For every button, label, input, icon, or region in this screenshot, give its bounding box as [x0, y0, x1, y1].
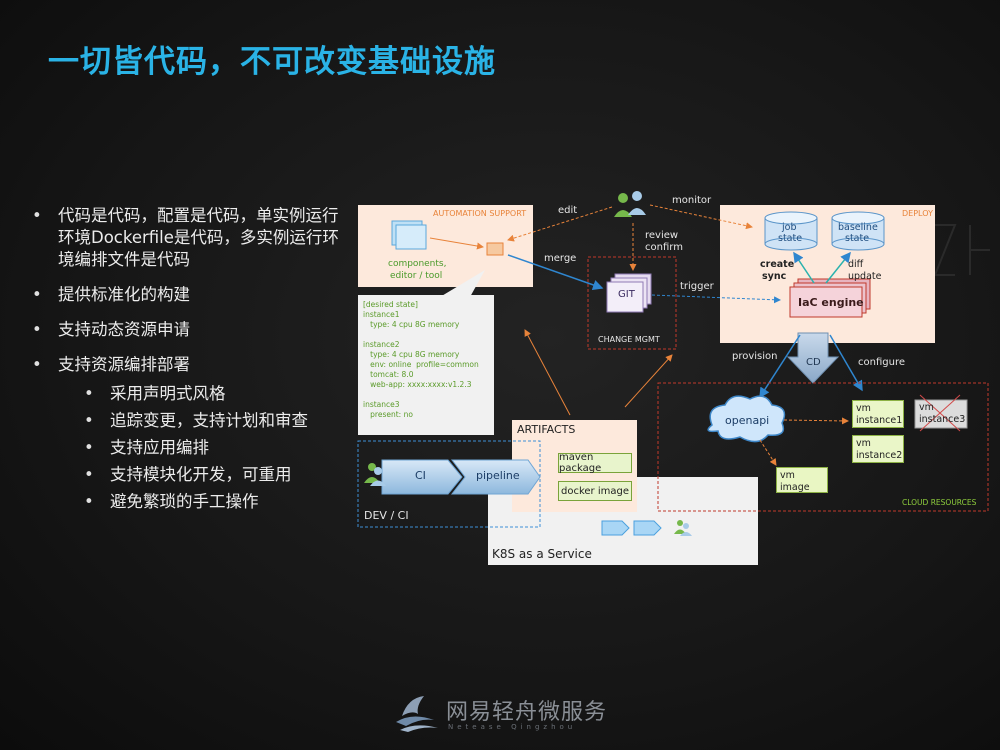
bullet-list: 代码是代码，配置是代码，单实例运行环境Dockerfile是代码，多实例运行环境… [30, 205, 348, 518]
dev-ci-label: DEV / CI [364, 509, 409, 522]
sub-bullet-app-orchestration: 支持应用编排 [30, 437, 348, 459]
openapi-label: openapi [725, 414, 770, 427]
k8s-label: K8S as a Service [492, 547, 592, 561]
vm-instance1: vm instance1 [852, 400, 904, 428]
provision-label: provision [732, 351, 778, 362]
automation-support-panel [358, 205, 533, 287]
vm-instance1-line-2: instance1 [856, 415, 903, 426]
diagram-connectors [357, 191, 989, 536]
bullet-dynamic-resources: 支持动态资源申请 [30, 319, 348, 341]
bullet-orchestration: 支持资源编排部署 [30, 354, 348, 376]
desired-state-line: instance1 [363, 310, 400, 319]
desired-state-line: type: 4 cpu 8G memory [363, 350, 460, 359]
sub-bullet-track-changes: 追踪变更，支持计划和审查 [30, 410, 348, 432]
merge-label: merge [544, 253, 577, 264]
cd-label: CD [806, 357, 821, 368]
desired-state-line: present: no [363, 410, 413, 419]
ci-label: CI [415, 469, 426, 482]
vm-instance3-line-1: vm [919, 402, 934, 413]
desired-state-line: [desired state] [363, 300, 418, 309]
review-label: review [645, 230, 679, 241]
desired-state-text: [desired state] instance1 type: 4 cpu 8G… [363, 300, 479, 420]
artifacts-label: ARTIFACTS [517, 423, 576, 436]
vm-instance3-line-2: instance3 [919, 414, 966, 425]
footer-brand-name: 网易轻舟微服务 [446, 700, 608, 725]
desired-state-panel [358, 295, 494, 435]
vm-instance1-line-1: vm [856, 403, 871, 414]
vm-image-line-2: image [780, 482, 810, 493]
vm-image-line-1: vm [780, 470, 795, 481]
sub-bullet-modular: 支持模块化开发，可重用 [30, 464, 348, 486]
components-label-2: editor / tool [390, 271, 443, 281]
create-sync-label-2: sync [762, 271, 787, 282]
baseline-state-label-2: state [845, 233, 870, 244]
bullet-code-config: 代码是代码，配置是代码，单实例运行环境Dockerfile是代码，多实例运行环境… [30, 205, 348, 271]
trigger-label: trigger [680, 281, 714, 292]
job-state-db [764, 211, 818, 251]
diff-update-label-2: update [848, 271, 882, 282]
sub-bullet-avoid-manual: 避免繁琐的手工操作 [30, 491, 348, 513]
footer-logo: 网易轻舟微服务 Netease Qingzhou [390, 690, 630, 738]
monitor-label: monitor [672, 195, 712, 206]
desired-state-line: web-app: xxxx:xxxx:v1.2.3 [363, 380, 472, 389]
baseline-state-db [831, 211, 885, 251]
vm-instance2: vm instance2 [852, 435, 904, 463]
vm-instance2-line-2: instance2 [856, 450, 903, 461]
create-sync-label-1: create [760, 259, 795, 270]
deploy-label: DEPLOY [902, 209, 933, 218]
vm-instance2-line-1: vm [856, 438, 871, 449]
git-label: GIT [618, 289, 635, 300]
baseline-state-label-1: baseline [838, 222, 878, 233]
iac-engine-label: IaC engine [798, 296, 864, 309]
vm-image: vm image [776, 467, 828, 493]
sub-bullet-declarative: 采用声明式风格 [30, 383, 348, 405]
configure-label: configure [858, 357, 905, 368]
desired-state-line [363, 390, 479, 400]
cloud-resources-label: CLOUD RESOURCES [902, 498, 977, 507]
desired-state-line [363, 330, 479, 340]
edit-label: edit [558, 205, 578, 216]
components-label-1: components, [388, 259, 447, 269]
bullet-standard-build: 提供标准化的构建 [30, 284, 348, 306]
pipeline-label: pipeline [476, 469, 520, 482]
confirm-label: confirm [645, 242, 683, 253]
deploy-panel [720, 205, 935, 343]
desired-state-line: instance3 [363, 400, 400, 409]
desired-state-line: instance2 [363, 340, 400, 349]
maven-package-box: maven package [558, 452, 632, 474]
desired-state-line: tomcat: 8.0 [363, 370, 414, 379]
iac-architecture-diagram: AUTOMATION SUPPORT components, editor / … [340, 185, 1000, 585]
automation-support-label: AUTOMATION SUPPORT [433, 209, 527, 218]
job-state-label-1: job [782, 222, 797, 233]
footer-brand-sub: Netease Qingzhou [448, 723, 577, 731]
docker-image-box: docker image [558, 481, 632, 501]
wave-logo-icon [396, 696, 438, 732]
desired-state-line: env: online profile=common [363, 360, 479, 369]
change-mgmt-label: CHANGE MGMT [598, 335, 660, 344]
job-state-label-2: state [778, 233, 803, 244]
desired-state-line: type: 4 cpu 8G memory [363, 320, 460, 329]
slide-title: 一切皆代码，不可改变基础设施 [48, 44, 496, 80]
diff-update-label-1: diff [848, 259, 864, 270]
